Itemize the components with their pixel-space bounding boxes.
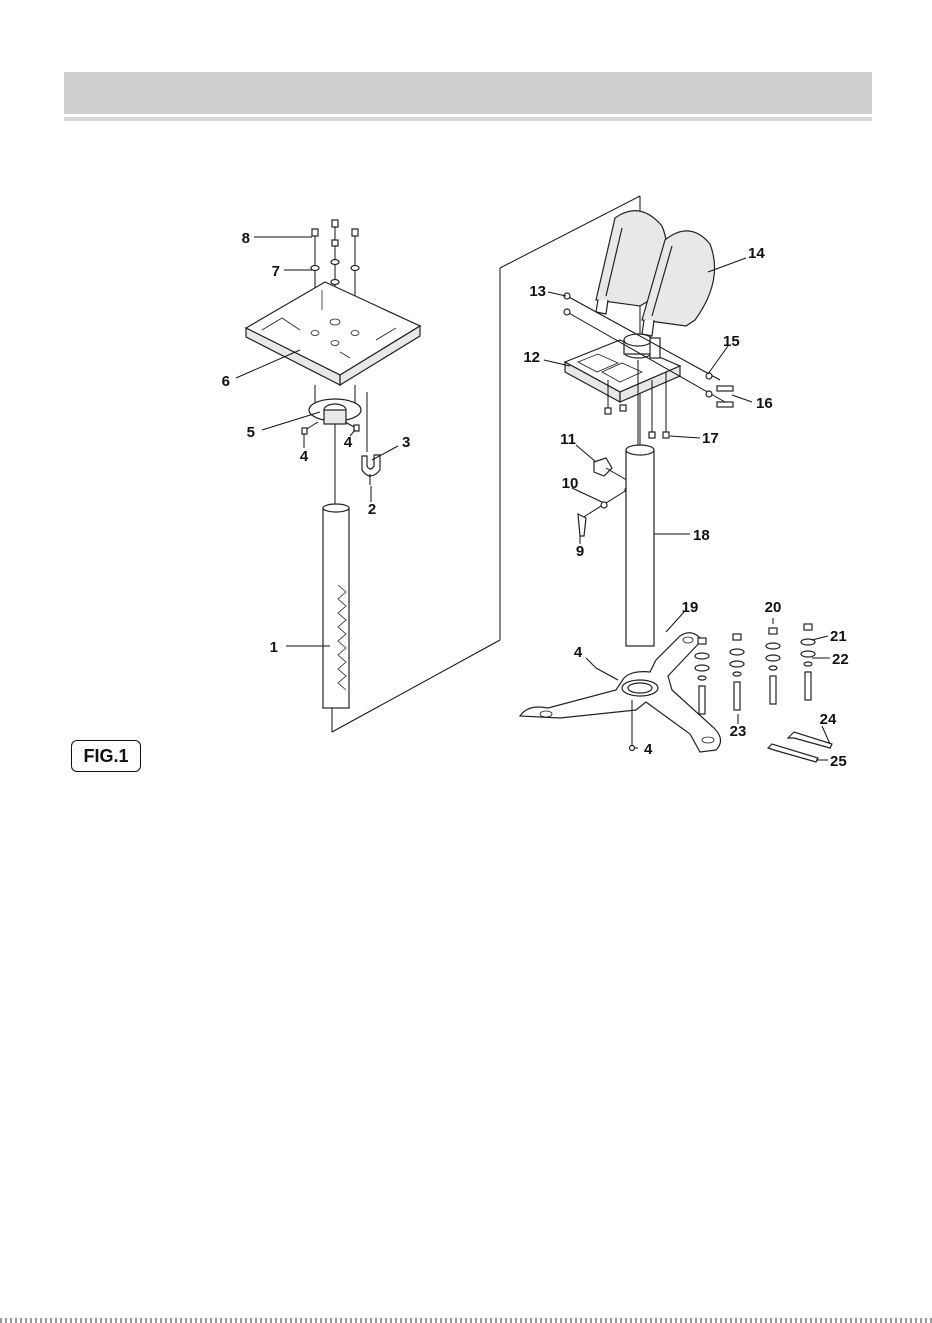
callout-2: 2 xyxy=(368,501,376,518)
hook-3 xyxy=(362,392,380,485)
callout-22: 22 xyxy=(832,651,849,668)
callout-25: 25 xyxy=(830,753,847,770)
callout-3: 3 xyxy=(402,434,410,451)
column-1 xyxy=(323,424,349,708)
callout-4-flange: 4 xyxy=(344,434,353,451)
mounting-plate-6 xyxy=(246,282,420,385)
callout-19: 19 xyxy=(682,599,699,616)
callout-7: 7 xyxy=(272,263,280,280)
figure-label: FIG.1 xyxy=(71,740,141,772)
callout-6: 6 xyxy=(222,373,230,390)
hardware-stacks-20-23 xyxy=(695,624,815,714)
eye-shields-14 xyxy=(596,211,715,336)
callout-17: 17 xyxy=(702,430,719,447)
base-19 xyxy=(520,633,721,752)
callout-8: 8 xyxy=(242,230,250,247)
callout-23: 23 xyxy=(730,723,747,740)
callout-24: 24 xyxy=(820,711,837,728)
callout-16: 16 xyxy=(756,395,773,412)
callout-15: 15 xyxy=(723,333,740,350)
flange-5 xyxy=(309,385,361,424)
callout-20: 20 xyxy=(765,599,782,616)
callout-18: 18 xyxy=(693,527,710,544)
callout-1: 1 xyxy=(270,639,278,656)
callout-9: 9 xyxy=(576,543,584,560)
callout-13: 13 xyxy=(529,283,546,300)
callout-11: 11 xyxy=(560,431,576,448)
callout-21: 21 xyxy=(830,628,847,645)
callout-5: 5 xyxy=(247,424,255,441)
callout-12: 12 xyxy=(523,349,540,366)
callout-4-base: 4 xyxy=(574,644,583,661)
bottom-edge-rule xyxy=(0,1318,932,1323)
bracket-12 xyxy=(565,334,680,402)
knob-11-washer-10-bolt-9 xyxy=(578,458,631,536)
callout-4-bottom: 4 xyxy=(644,741,653,758)
callout-10: 10 xyxy=(562,475,579,492)
hex-keys-24-25 xyxy=(768,732,832,762)
callout-14: 14 xyxy=(748,245,765,262)
callout-4-left: 4 xyxy=(300,448,309,465)
